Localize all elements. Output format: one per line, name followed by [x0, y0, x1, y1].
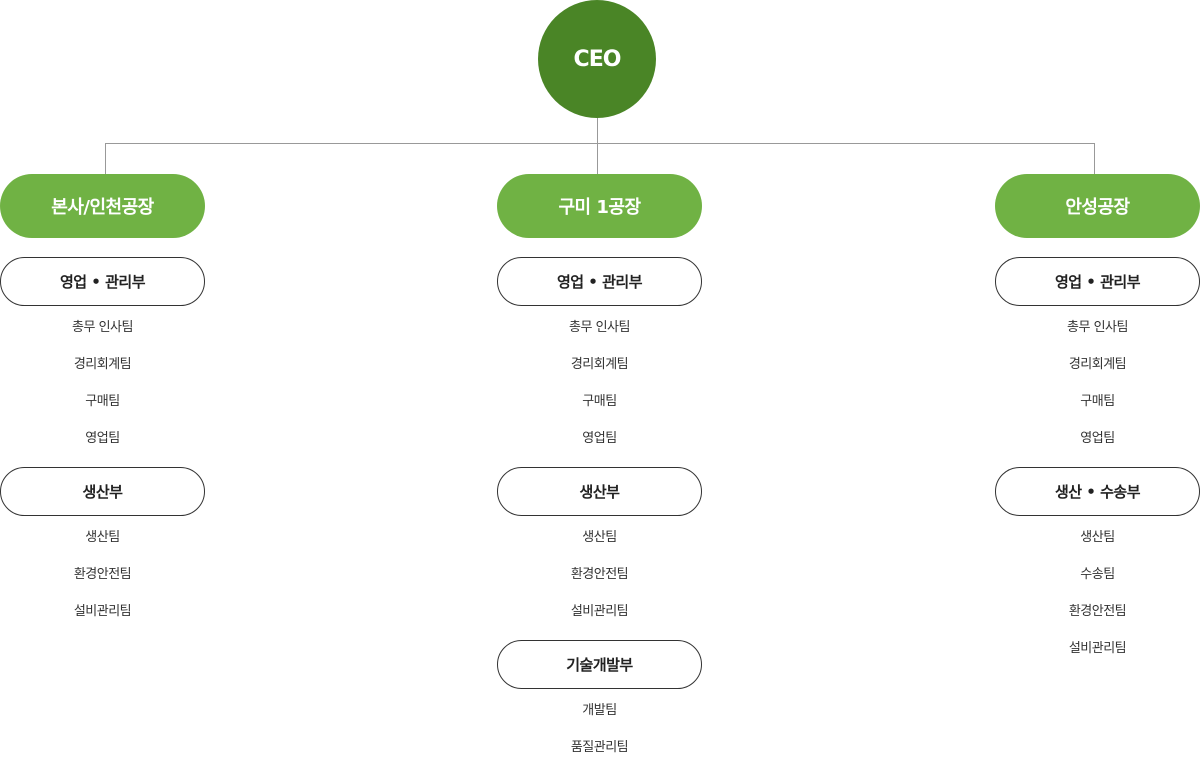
team-item: 영업팀: [85, 431, 120, 446]
team-item: 설비관리팀: [73, 604, 132, 619]
ceo-label: CEO: [573, 46, 622, 72]
team-item: 환경안전팀: [570, 567, 629, 582]
team-item: 설비관리팀: [1068, 641, 1127, 656]
department-node: 생산부: [497, 467, 702, 516]
team-item: 개발팀: [582, 703, 617, 718]
team-item: 수송팀: [1080, 567, 1115, 582]
department-node: 영업 • 관리부: [0, 257, 205, 306]
team-item: 구매팀: [1080, 394, 1115, 409]
team-item: 품질관리팀: [570, 740, 629, 755]
department-node: 생산 • 수송부: [995, 467, 1200, 516]
connector-right-down: [1094, 143, 1095, 174]
team-item: 총무 인사팀: [72, 320, 133, 335]
team-item: 구매팀: [85, 394, 120, 409]
team-item: 총무 인사팀: [1067, 320, 1128, 335]
team-item: 생산팀: [582, 530, 617, 545]
team-item: 총무 인사팀: [569, 320, 630, 335]
site-node: 안성공장: [995, 174, 1200, 238]
team-item: 경리회계팀: [1068, 357, 1127, 372]
department-node: 영업 • 관리부: [497, 257, 702, 306]
team-item: 영업팀: [582, 431, 617, 446]
team-item: 경리회계팀: [73, 357, 132, 372]
team-item: 구매팀: [582, 394, 617, 409]
connector-left-down: [105, 143, 106, 174]
department-node: 생산부: [0, 467, 205, 516]
team-item: 환경안전팀: [1068, 604, 1127, 619]
connector-ceo-down: [597, 118, 598, 174]
department-node: 영업 • 관리부: [995, 257, 1200, 306]
department-node: 기술개발부: [497, 640, 702, 689]
team-item: 경리회계팀: [570, 357, 629, 372]
team-item: 환경안전팀: [73, 567, 132, 582]
team-item: 설비관리팀: [570, 604, 629, 619]
site-node: 본사/인천공장: [0, 174, 205, 238]
connector-horizontal: [105, 143, 1095, 144]
site-node: 구미 1공장: [497, 174, 702, 238]
team-item: 생산팀: [85, 530, 120, 545]
team-item: 생산팀: [1080, 530, 1115, 545]
team-item: 영업팀: [1080, 431, 1115, 446]
ceo-node: CEO: [538, 0, 656, 118]
